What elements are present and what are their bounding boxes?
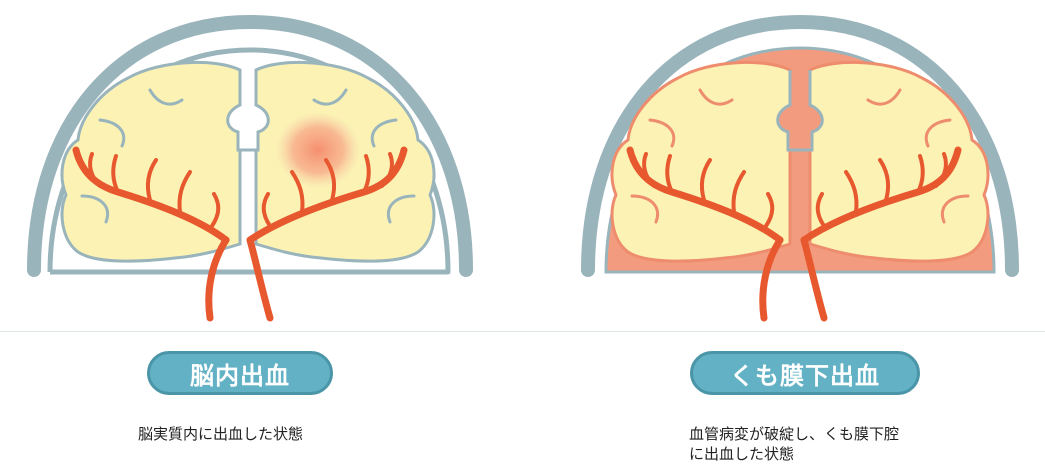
- skull-outer: [581, 14, 1019, 277]
- caption-line: 脳実質内に出血した状態: [138, 425, 304, 443]
- brain-illustration-subarachnoid: [581, 14, 1019, 322]
- brain-sulci: [630, 88, 970, 224]
- label-pill: くも膜下出血: [690, 351, 920, 395]
- brain-sulci: [80, 88, 416, 224]
- panel-intracerebral-hemorrhage: 脳内出血 脳実質内に出血した状態: [0, 0, 522, 475]
- divider: [0, 331, 1045, 332]
- artery-branches: [88, 152, 394, 228]
- caption: 血管病変が破綻し、くも膜下腔 に出血した状態: [689, 424, 899, 464]
- artery-network: [626, 146, 962, 322]
- central-fissure: [226, 70, 270, 152]
- caption-line: に出血した状態: [689, 445, 795, 463]
- artery-branches: [642, 152, 948, 228]
- caption-line: 血管病変が破綻し、くも膜下腔: [689, 425, 900, 443]
- brain-illustration-intracerebral: [27, 14, 473, 322]
- label-pill: 脳内出血: [147, 351, 333, 395]
- panel-subarachnoid-hemorrhage: くも膜下出血 血管病変が破綻し、くも膜下腔 に出血した状態: [522, 0, 1044, 475]
- caption: 脳実質内に出血した状態: [138, 424, 303, 444]
- central-fissure: [776, 70, 824, 152]
- hemorrhage-area: [276, 112, 360, 188]
- skull-outer: [27, 14, 473, 277]
